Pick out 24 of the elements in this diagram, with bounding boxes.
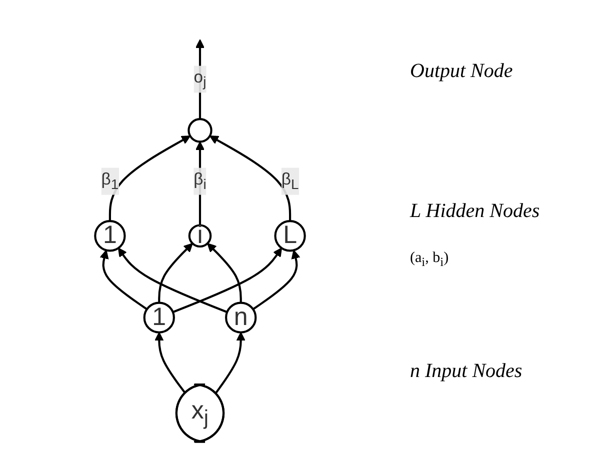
arrow [118,248,228,314]
arrow [207,242,242,303]
layer-label: Output Node [410,60,513,83]
edge-label: β$_{1}$ [101,170,119,192]
node-circle: n [225,302,257,334]
arrow [158,242,193,303]
arrow [108,136,191,222]
layer-label: n Input Nodes [410,360,522,383]
arrow [252,250,300,310]
edge-label: o$_{j}$ [194,68,206,90]
edge-label: β$_{i}$ [194,170,206,192]
layer-label: L Hidden Nodes [410,200,540,223]
edge-label: β$_{L}$ [281,170,299,192]
node-circle: L [274,220,306,252]
node-circle: 1 [143,302,175,334]
arrow [214,332,246,394]
node-circle: i [188,224,212,248]
node-circle: 1 [94,220,126,252]
weight-label: (a$_{i}$, b$_{i}$) [410,250,449,270]
node-circle [188,118,212,143]
arrow [100,250,148,310]
arrow [209,136,292,222]
arrow [172,248,282,314]
arrow [154,332,186,394]
